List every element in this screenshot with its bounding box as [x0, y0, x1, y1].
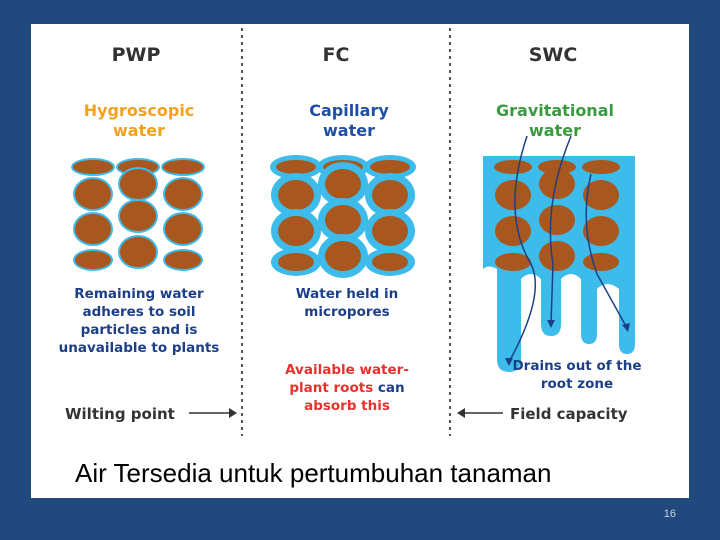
capillary-label: Capillary — [309, 101, 389, 120]
pwp-desc-line4: unavailable to plants — [59, 340, 220, 356]
header-fc: FC — [323, 44, 350, 66]
soil-water-diagram: PWP FC SWC Hygroscopic water Capillary w… — [59, 28, 642, 436]
fc-desc-line1: Water held in — [296, 286, 398, 302]
field-capacity-label: Field capacity — [510, 405, 628, 423]
capillary-label-water: water — [323, 121, 375, 140]
header-pwp: PWP — [112, 44, 161, 66]
header-swc: SWC — [529, 44, 578, 66]
pwp-desc-line2: adheres to soil — [82, 304, 195, 320]
pwp-soil-particles — [71, 158, 205, 271]
swc-saturated-zone — [483, 135, 635, 372]
slide-caption: Air Tersedia untuk pertumbuhan tanaman — [75, 458, 552, 488]
available-can: can — [378, 380, 405, 396]
available-line1: Available water- — [285, 362, 409, 378]
fc-soil-particles — [270, 155, 416, 278]
available-line2: plant roots can — [289, 380, 404, 396]
hygroscopic-label-water: water — [113, 121, 165, 140]
swc-desc-line2: root zone — [541, 376, 613, 392]
pwp-desc-line1: Remaining water — [74, 286, 204, 302]
gravitational-label-water: water — [529, 121, 581, 140]
swc-desc-line1: Drains out of the — [512, 358, 641, 374]
gravitational-label: Gravitational — [496, 101, 614, 120]
available-line3: absorb this — [304, 398, 390, 414]
pwp-desc-line3: particles and is — [81, 322, 198, 338]
hygroscopic-label: Hygroscopic — [84, 101, 195, 120]
page-number: 16 — [663, 508, 676, 520]
slide: PWP FC SWC Hygroscopic water Capillary w… — [31, 24, 689, 498]
fc-desc-line2: micropores — [304, 304, 389, 320]
wilting-point-label: Wilting point — [65, 405, 175, 423]
